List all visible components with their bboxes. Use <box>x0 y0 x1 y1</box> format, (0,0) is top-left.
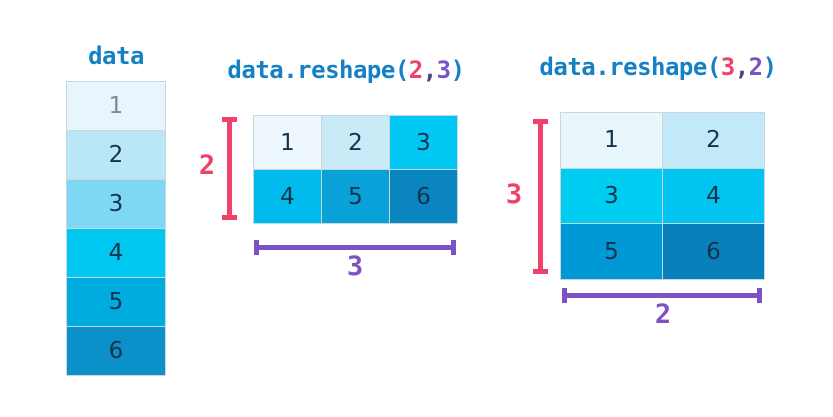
ruler-bottom-cap <box>222 215 237 220</box>
ruler-line <box>538 124 543 269</box>
reshape-3x2-grid: 1 2 3 4 5 6 <box>560 112 765 280</box>
ruler-line <box>567 293 757 298</box>
code-text: data.reshape( <box>227 56 409 84</box>
rows-count-label: 3 <box>505 179 523 210</box>
matrix-cell-6: 6 <box>390 170 457 223</box>
rows-count-label: 2 <box>198 150 216 181</box>
matrix-cell-5: 5 <box>322 170 389 223</box>
code-text: ) <box>450 56 465 84</box>
data-array-title: data <box>88 42 144 70</box>
ruler-top-cap <box>222 117 237 122</box>
matrix-cell-3: 3 <box>390 116 457 169</box>
comma: , <box>734 53 749 81</box>
array-cell-1: 1 <box>67 82 165 130</box>
reshape-2x3-title: data.reshape(2,3) <box>212 56 480 84</box>
code-text: data.reshape( <box>539 53 721 81</box>
ruler-line <box>259 245 451 250</box>
ruler-line <box>227 122 232 215</box>
matrix-cell-6: 6 <box>663 224 764 279</box>
matrix-cell-2: 2 <box>663 113 764 168</box>
matrix-cell-4: 4 <box>254 170 321 223</box>
cols-count-label: 3 <box>346 251 364 282</box>
reshape-2x3-grid: 1 2 3 4 5 6 <box>253 115 458 224</box>
data-array: 1 2 3 4 5 6 <box>66 81 166 376</box>
matrix-cell-4: 4 <box>663 168 764 224</box>
ruler-right-cap <box>757 288 762 303</box>
ruler-top-cap <box>533 119 548 124</box>
array-cell-5: 5 <box>67 278 165 326</box>
cols-arg: 3 <box>436 56 451 84</box>
matrix-cell-1: 1 <box>254 116 321 169</box>
ruler-bottom-cap <box>533 269 548 274</box>
ruler-right-cap <box>451 240 456 255</box>
rows-dimension-ruler <box>222 117 237 220</box>
ruler-left-cap <box>562 288 567 303</box>
rows-arg: 3 <box>720 53 735 81</box>
cols-arg: 2 <box>748 53 763 81</box>
matrix-cell-3: 3 <box>561 168 662 224</box>
reshape-3x2-title: data.reshape(3,2) <box>524 53 792 81</box>
rows-dimension-ruler <box>533 119 548 274</box>
comma: , <box>422 56 437 84</box>
array-cell-6: 6 <box>67 327 165 375</box>
array-cell-2: 2 <box>67 131 165 179</box>
array-cell-3: 3 <box>67 180 165 228</box>
matrix-cell-1: 1 <box>561 113 662 168</box>
array-cell-4: 4 <box>67 229 165 277</box>
cols-dimension-ruler <box>254 240 456 255</box>
ruler-left-cap <box>254 240 259 255</box>
matrix-cell-2: 2 <box>322 116 389 169</box>
cols-count-label: 2 <box>654 299 672 330</box>
matrix-cell-5: 5 <box>561 224 662 279</box>
code-text: ) <box>762 53 777 81</box>
rows-arg: 2 <box>408 56 423 84</box>
cols-dimension-ruler <box>562 288 762 303</box>
